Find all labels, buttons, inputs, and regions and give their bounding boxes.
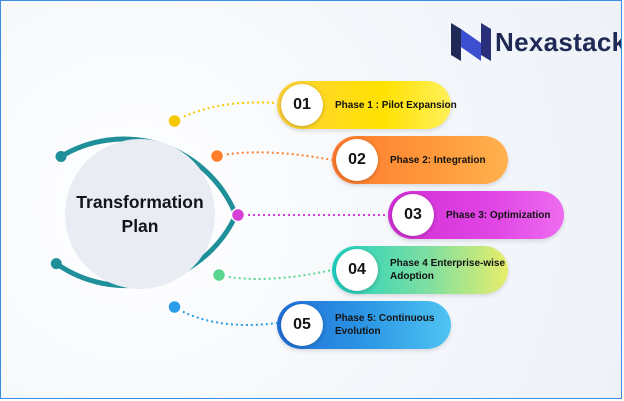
node-dot-5 — [167, 299, 182, 315]
connector-1 — [174, 101, 278, 122]
phase-4-number-badge: 04 — [336, 249, 378, 291]
node-dot-1 — [167, 113, 182, 129]
phase-3-label: Phase 3: Optimization — [446, 209, 551, 221]
arc-end-top — [55, 151, 67, 162]
phase-2-label: Phase 2: Integration — [390, 154, 486, 166]
phase-2-pill: 02 Phase 2: Integration — [332, 136, 508, 184]
connector-5 — [173, 306, 278, 326]
hub-title: Transformation Plan — [76, 192, 204, 236]
nexastack-logo-icon — [451, 23, 491, 61]
brand-name: Nexastack — [495, 27, 622, 57]
phase-2-number-badge: 02 — [336, 139, 378, 181]
phase-5-pill: 05 Phase 5: Continuous Evolution — [277, 301, 451, 349]
phase-4-label: Phase 4 Enterprise-wise Adoption — [390, 258, 506, 282]
phase-3-pill: 03 Phase 3: Optimization — [388, 191, 564, 239]
phase-1-number-badge: 01 — [281, 84, 323, 126]
connector-2 — [216, 151, 333, 161]
node-dot-2 — [209, 148, 225, 164]
hub-circle: Transformation Plan — [65, 139, 215, 289]
phase-5-label: Phase 5: Continuous Evolution — [335, 313, 435, 337]
node-dot-3 — [230, 207, 246, 223]
phase-3-number-badge: 03 — [392, 194, 434, 236]
phase-1-pill: 01 Phase 1 : Pilot Expansion — [277, 81, 457, 129]
phase-5-number-badge: 05 — [281, 304, 323, 346]
connector-4 — [218, 269, 333, 280]
arc-end-bottom — [50, 258, 62, 270]
phase-1-label: Phase 1 : Pilot Expansion — [335, 99, 457, 111]
phase-4-pill: 04 Phase 4 Enterprise-wise Adoption — [332, 246, 508, 294]
node-dot-4 — [211, 267, 227, 283]
